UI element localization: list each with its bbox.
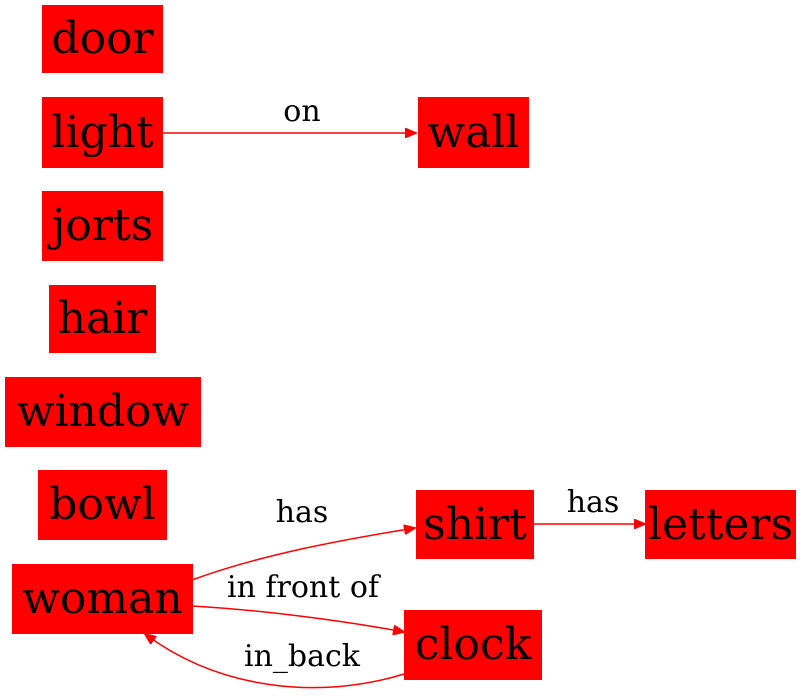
edge-light-wall: on — [162, 94, 416, 133]
node-shirt: shirt — [416, 490, 534, 559]
node-woman: woman — [12, 564, 193, 634]
node-clock: clock — [404, 610, 542, 680]
node-bowl: bowl — [38, 470, 167, 540]
node-light: light — [42, 97, 163, 168]
edge-label-in-front-of: in front of — [227, 570, 381, 605]
node-jorts: jorts — [42, 191, 163, 261]
edge-label-has: has — [567, 485, 620, 520]
node-wall: wall — [418, 97, 529, 168]
edge-label-in-back: in_back — [244, 639, 361, 674]
edge-woman-shirt: has — [191, 495, 415, 581]
edge-shirt-letters: has — [534, 485, 645, 524]
edge-label-has: has — [276, 495, 329, 530]
node-door: door — [42, 5, 163, 73]
node-letters: letters — [645, 490, 796, 559]
edge-clock-woman: in_back — [145, 634, 405, 689]
node-window: window — [5, 377, 201, 447]
node-hair: hair — [49, 285, 156, 353]
edge-woman-clock: in front of — [191, 570, 404, 632]
edge-label-on: on — [283, 94, 320, 129]
